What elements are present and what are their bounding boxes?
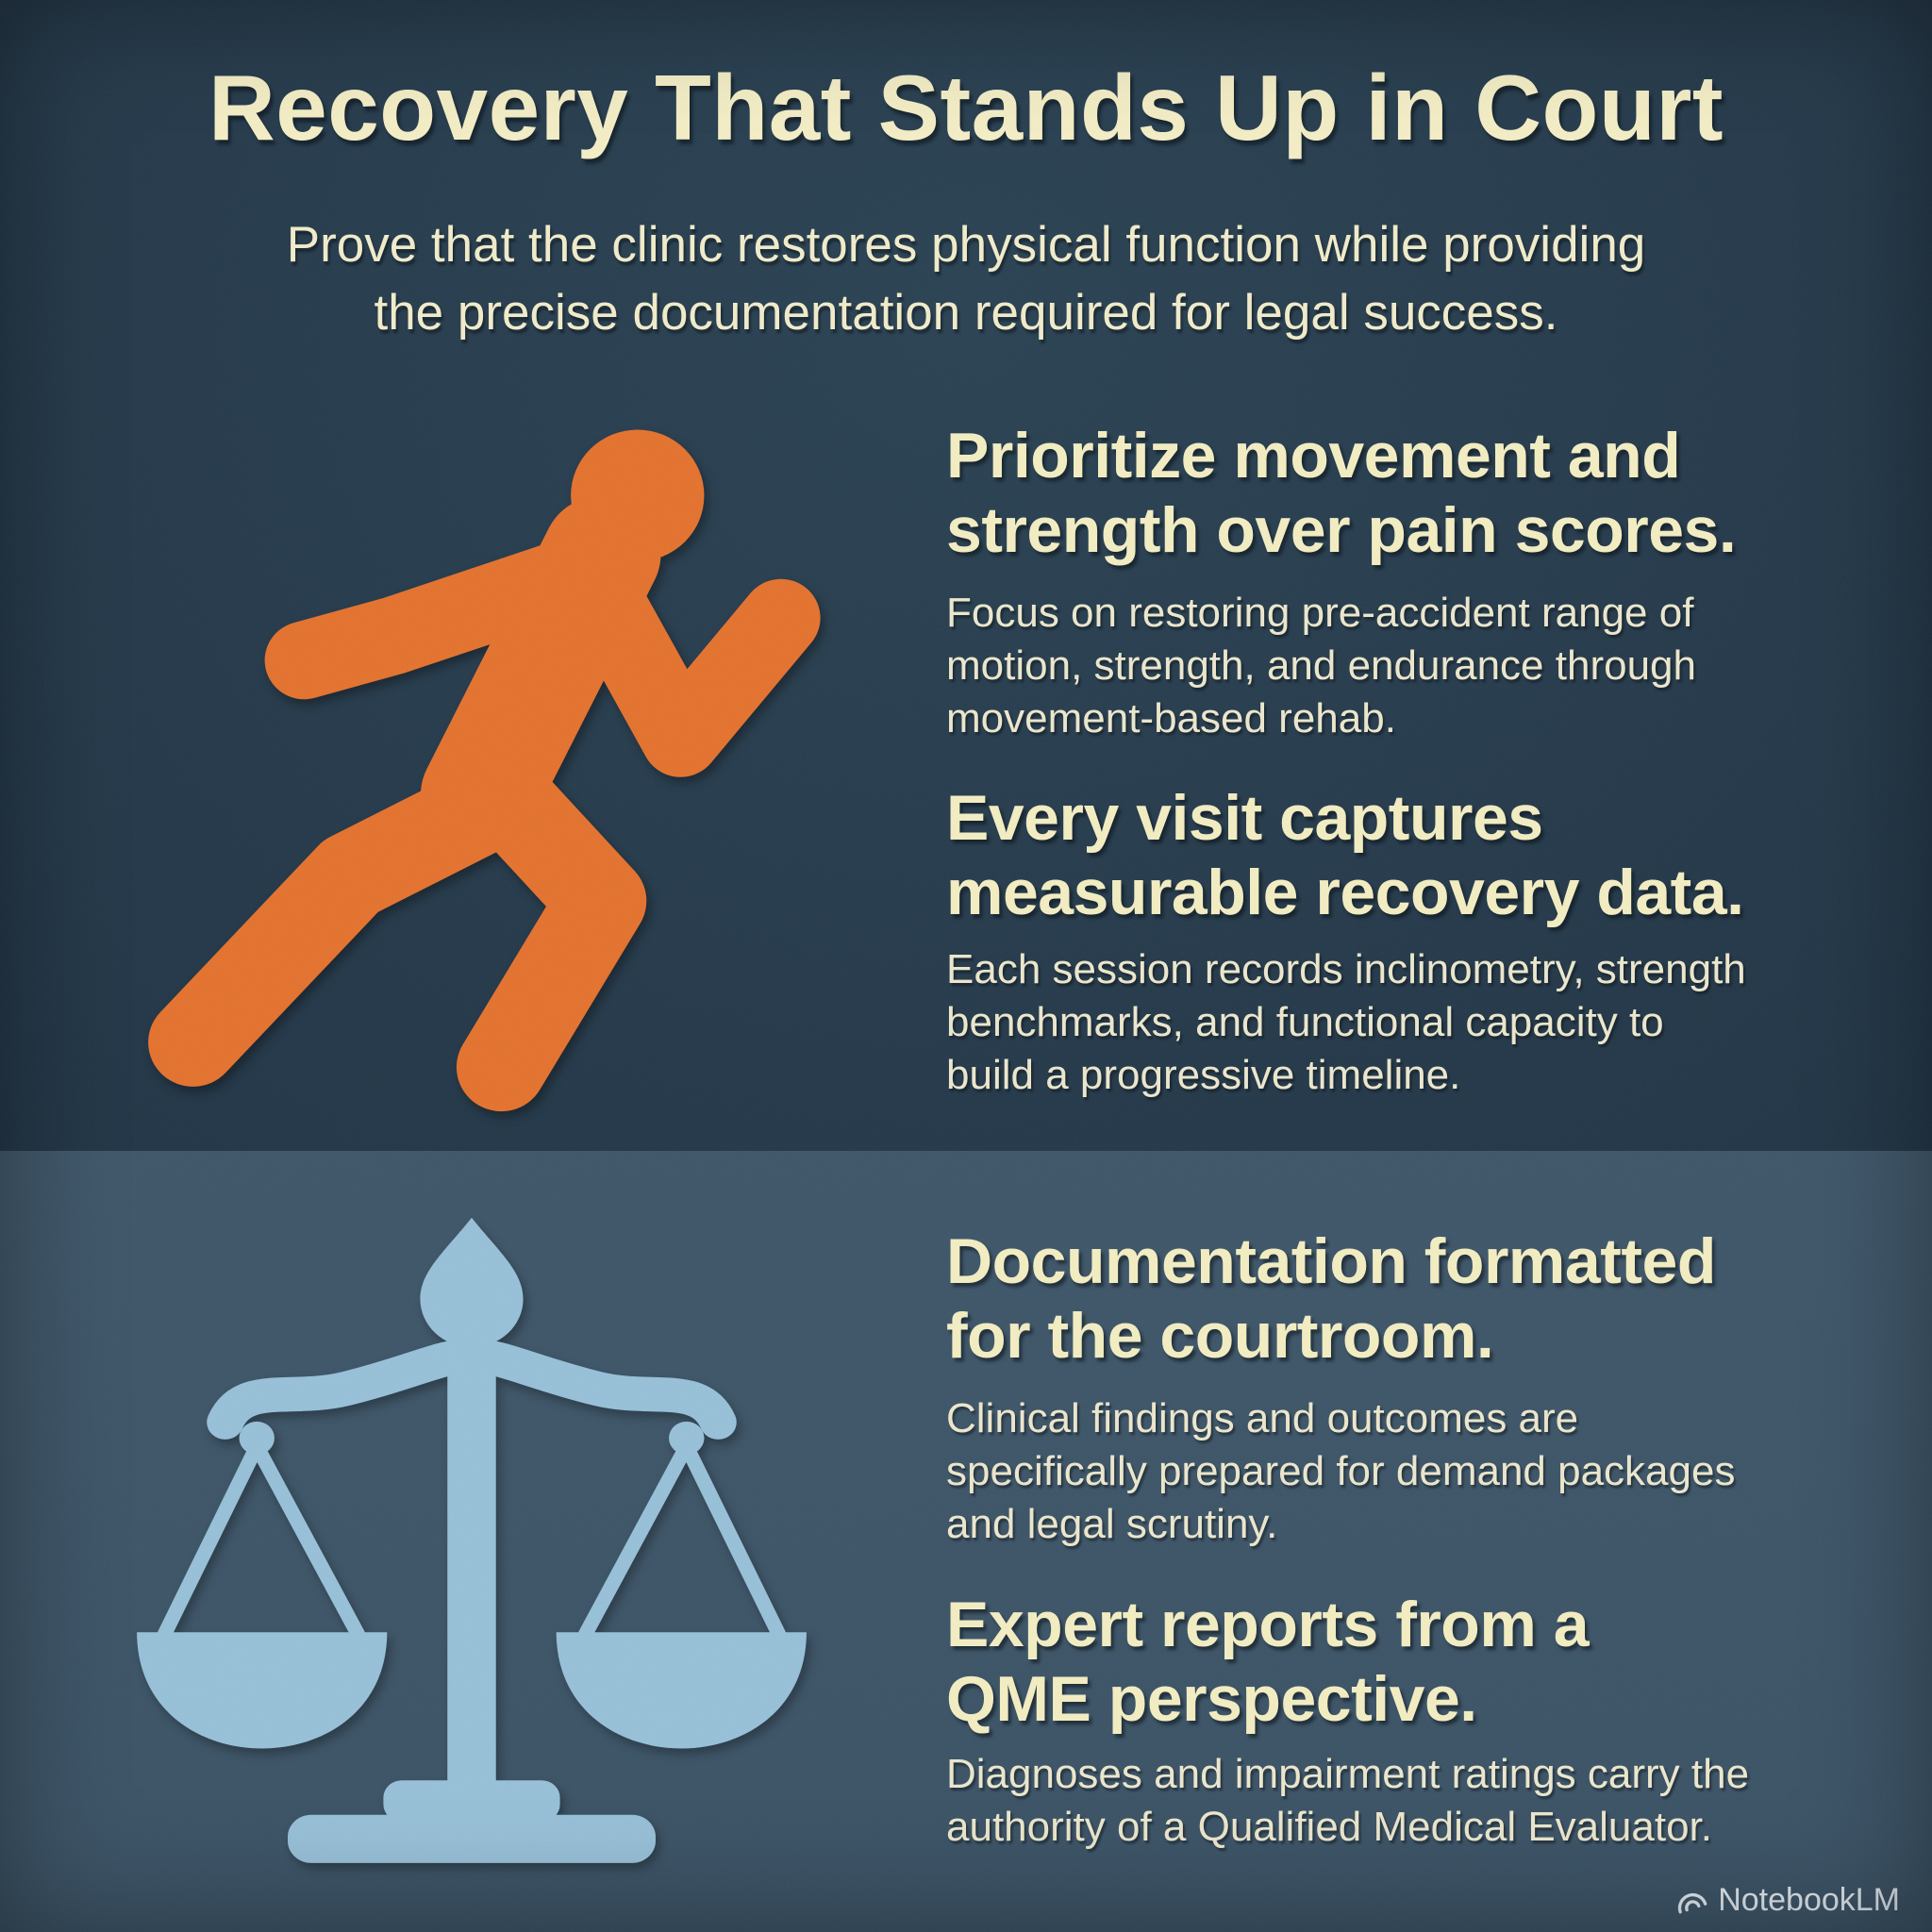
heading-expert-reports: Expert reports from a QME perspective. [946,1589,1590,1735]
page-subtitle: Prove that the clinic restores physical … [286,217,1646,341]
scales-of-justice-icon [137,1217,807,1863]
notebooklm-wordmark: NotebookLM [1718,1882,1900,1918]
body-documentation-courtroom: Clinical findings and outcomes are speci… [946,1395,1736,1547]
running-person-icon [148,429,821,1112]
heading-every-visit: Every visit captures measurable recovery… [946,782,1744,928]
body-prioritize-movement: Focus on restoring pre-accident range of… [946,590,1696,741]
notebooklm-logo-icon [1678,1892,1707,1913]
body-every-visit: Each session records inclinometry, stren… [946,946,1746,1098]
page-title: Recovery That Stands Up in Court [208,56,1724,159]
notebooklm-watermark: NotebookLM [1673,1882,1900,1919]
body-expert-reports: Diagnoses and impairment ratings carry t… [946,1751,1750,1850]
heading-prioritize-movement: Prioritize movement and strength over pa… [946,420,1737,566]
heading-documentation-courtroom: Documentation formatted for the courtroo… [946,1225,1716,1372]
section-movement-recovery: Recovery That Stands Up in Court Prove t… [0,0,1932,1151]
